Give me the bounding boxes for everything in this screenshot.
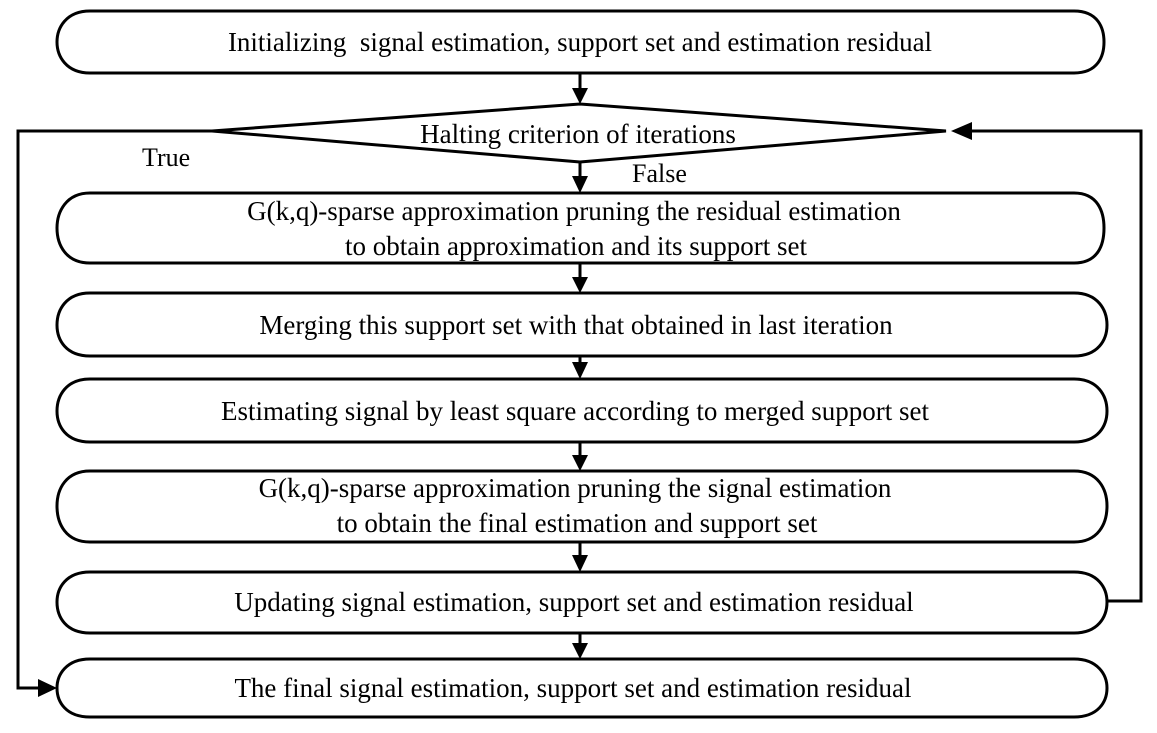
estimate-node-label: Estimating signal by least square accord… bbox=[221, 396, 930, 426]
update-node-shape bbox=[55, 570, 1109, 635]
approx-node-shape bbox=[55, 191, 1106, 265]
arrow-init-to-decision bbox=[572, 73, 588, 104]
arrow-merge-to-estimate bbox=[572, 356, 588, 379]
update-node-label: Updating signal estimation, support set … bbox=[234, 587, 913, 617]
decision-node: Halting criterion of iterations bbox=[211, 102, 947, 164]
estimate-node: Estimating signal by least square accord… bbox=[55, 377, 1109, 444]
true-label: True bbox=[142, 143, 190, 172]
merge-node-shape bbox=[55, 291, 1109, 358]
init-node: Initializing signal estimation, support … bbox=[55, 9, 1106, 75]
approx-node: G(k,q)-sparse approximation pruning the … bbox=[55, 191, 1106, 265]
arrow-update-to-final bbox=[572, 633, 588, 659]
prune-node-line1: G(k,q)-sparse approximation pruning the … bbox=[259, 473, 892, 503]
arrow-estimate-to-prune bbox=[572, 442, 588, 471]
final-node-shape bbox=[55, 657, 1109, 719]
loop-back-connector bbox=[951, 122, 1143, 603]
init-node-label: Initializing signal estimation, support … bbox=[228, 27, 932, 57]
merge-node: Merging this support set with that obtai… bbox=[55, 291, 1109, 358]
prune-node-line2: to obtain the final estimation and suppo… bbox=[337, 508, 818, 538]
true-branch-connector bbox=[16, 129, 212, 697]
estimate-node-shape bbox=[55, 377, 1109, 444]
approx-node-line2: to obtain approximation and its support … bbox=[345, 231, 807, 261]
init-node-shape bbox=[55, 9, 1106, 75]
decision-diamond bbox=[211, 102, 947, 164]
approx-node-line1: G(k,q)-sparse approximation pruning the … bbox=[247, 196, 901, 226]
final-node-label: The final signal estimation, support set… bbox=[234, 673, 911, 703]
decision-label: Halting criterion of iterations bbox=[420, 119, 736, 149]
arrow-approx-to-merge bbox=[572, 263, 588, 293]
update-node: Updating signal estimation, support set … bbox=[55, 570, 1109, 635]
final-node: The final signal estimation, support set… bbox=[55, 657, 1109, 719]
arrow-decision-to-approx bbox=[572, 162, 588, 193]
merge-node-label: Merging this support set with that obtai… bbox=[259, 310, 893, 340]
arrow-prune-to-update bbox=[572, 542, 588, 572]
prune-node-shape bbox=[55, 469, 1109, 544]
false-label: False bbox=[632, 159, 687, 188]
prune-node: G(k,q)-sparse approximation pruning the … bbox=[55, 469, 1109, 544]
